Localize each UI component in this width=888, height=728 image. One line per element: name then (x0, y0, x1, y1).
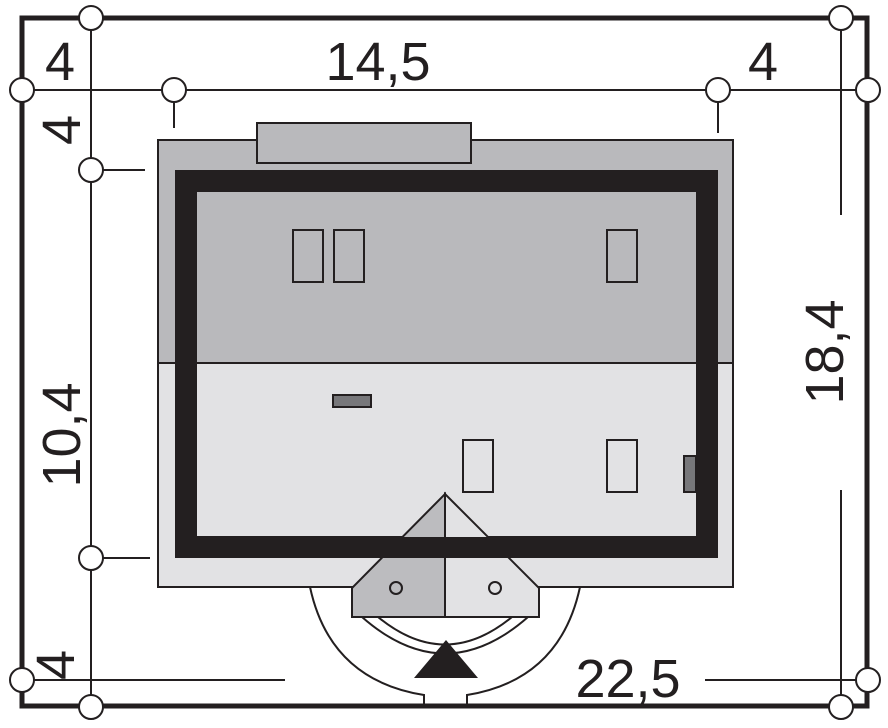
roof-window (292, 229, 324, 283)
dim-left-bottom: 4 (26, 650, 86, 680)
chimney (332, 394, 372, 408)
dim-right: 18,4 (795, 299, 855, 404)
dimension-markers (9, 5, 881, 720)
plot-boundary (19, 15, 870, 709)
dim-top-left: 4 (45, 32, 75, 92)
vent (683, 455, 697, 493)
roof-windows (292, 229, 697, 493)
roof-window (606, 229, 638, 283)
entrance-arrow-icon (414, 640, 478, 678)
dim-top-right: 4 (748, 32, 778, 92)
roof-window (462, 439, 494, 493)
roof-window (606, 439, 638, 493)
dim-left-top: 4 (32, 115, 92, 145)
roof-window (333, 229, 365, 283)
dim-bottom: 22,5 (575, 649, 680, 709)
dim-top-middle: 14,5 (325, 32, 430, 92)
dim-left-middle: 10,4 (32, 382, 92, 487)
